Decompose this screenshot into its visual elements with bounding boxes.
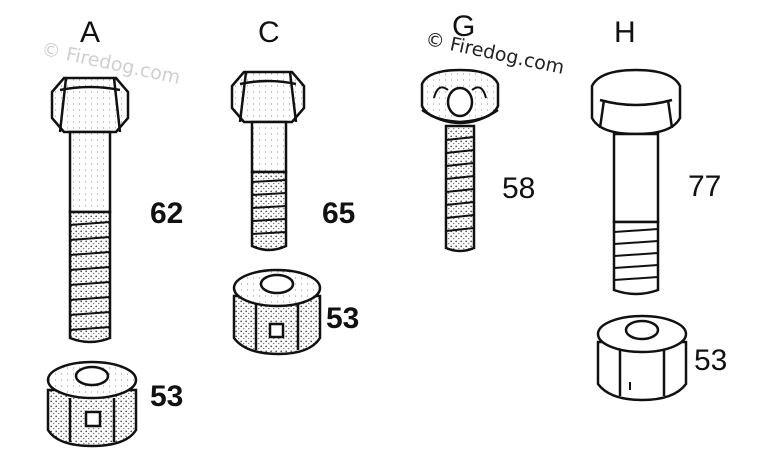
nut-a-drawing bbox=[46, 360, 138, 448]
part-number-bolt-h: 77 bbox=[688, 170, 722, 203]
part-number-bolt-a: 62 bbox=[150, 197, 184, 230]
bolt-c-drawing bbox=[230, 70, 306, 252]
part-number-nut-a: 53 bbox=[150, 380, 184, 413]
part-number-nut-h: 53 bbox=[694, 344, 728, 377]
bolt-a-drawing bbox=[50, 76, 130, 344]
label-h: H bbox=[614, 16, 636, 49]
part-number-bolt-c: 65 bbox=[322, 197, 356, 230]
nut-h-drawing bbox=[596, 314, 688, 402]
bolt-g-drawing bbox=[420, 68, 500, 253]
nut-c-drawing bbox=[232, 268, 322, 356]
bolt-h-drawing bbox=[590, 68, 682, 296]
part-number-bolt-g: 58 bbox=[502, 172, 536, 205]
label-c: C bbox=[258, 16, 280, 49]
label-a: A bbox=[80, 16, 101, 49]
part-number-nut-c: 53 bbox=[326, 302, 360, 335]
label-g: G bbox=[452, 10, 476, 43]
